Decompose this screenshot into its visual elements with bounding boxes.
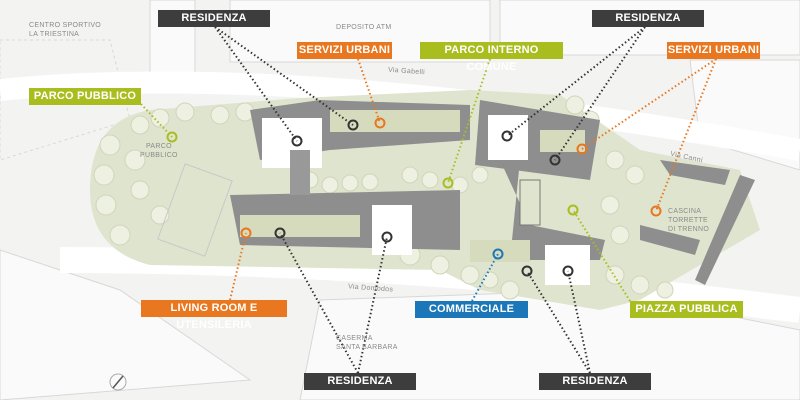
callout-parco-interno-comune[interactable]: PARCO INTERNO COMUNE xyxy=(420,42,563,73)
label-deposito-atm: DEPOSITO ATM xyxy=(336,24,392,31)
north-arrow-icon xyxy=(109,373,127,391)
callout-residenza-top-right[interactable]: RESIDENZA xyxy=(592,10,704,27)
marker-residenza[interactable] xyxy=(274,227,286,239)
marker-servizi-urbani[interactable] xyxy=(650,205,662,217)
map-text: CASERMA xyxy=(336,335,373,342)
map-text: LA TRIESTINA xyxy=(29,31,80,38)
label-caserma: CASERMA SANTA BARBARA xyxy=(336,334,398,352)
map-text: SANTA BARBARA xyxy=(336,344,398,351)
callout-parco-pubblico[interactable]: PARCO PUBBLICO xyxy=(29,88,141,105)
buildings xyxy=(230,100,755,285)
marker-servizi-urbani[interactable] xyxy=(576,143,588,155)
marker-living-room[interactable] xyxy=(240,227,252,239)
callout-residenza-bottom-right[interactable]: RESIDENZA xyxy=(539,373,651,390)
leader-lines xyxy=(140,26,717,374)
callout-residenza-top[interactable]: RESIDENZA xyxy=(158,10,270,27)
marker-parco-interno[interactable] xyxy=(442,177,454,189)
map-text: PARCO xyxy=(145,143,172,150)
marker-servizi-urbani[interactable] xyxy=(374,117,386,129)
markers xyxy=(166,117,662,277)
map-text: DI TRENNO xyxy=(668,226,710,233)
callout-piazza-pubblica[interactable]: PIAZZA PUBBLICA xyxy=(630,301,743,318)
callout-residenza-bottom[interactable]: RESIDENZA xyxy=(304,373,416,390)
map-text: CASCINA xyxy=(668,208,702,215)
callout-servizi-urbani-right[interactable]: SERVIZI URBANI xyxy=(667,42,760,59)
marker-piazza[interactable] xyxy=(567,204,579,216)
map-text: PUBBLICO xyxy=(140,152,178,159)
marker-residenza[interactable] xyxy=(521,265,533,277)
label-centro-sportivo: CENTRO SPORTIVO LA TRIESTINA xyxy=(29,21,101,39)
trees xyxy=(93,95,674,300)
marker-residenza[interactable] xyxy=(381,231,393,243)
marker-residenza[interactable] xyxy=(347,119,359,131)
marker-residenza[interactable] xyxy=(291,135,303,147)
callout-servizi-urbani-left[interactable]: SERVIZI URBANI xyxy=(297,42,392,59)
callout-commerciale[interactable]: COMMERCIALE xyxy=(415,301,528,318)
marker-parco-pubblico[interactable] xyxy=(166,131,178,143)
label-parco-pubblico: PARCO PUBBLICO xyxy=(140,142,178,160)
map-text: CENTRO SPORTIVO xyxy=(29,22,102,29)
marker-residenza[interactable] xyxy=(501,130,513,142)
marker-commerciale[interactable] xyxy=(492,248,504,260)
marker-residenza[interactable] xyxy=(562,265,574,277)
map-text: TORRETTE xyxy=(668,217,708,224)
label-cascina: CASCINA TORRETTE DI TRENNO xyxy=(668,207,709,234)
marker-residenza[interactable] xyxy=(549,154,561,166)
callout-living-room[interactable]: LIVING ROOM E UTENSILERIA xyxy=(141,300,287,331)
